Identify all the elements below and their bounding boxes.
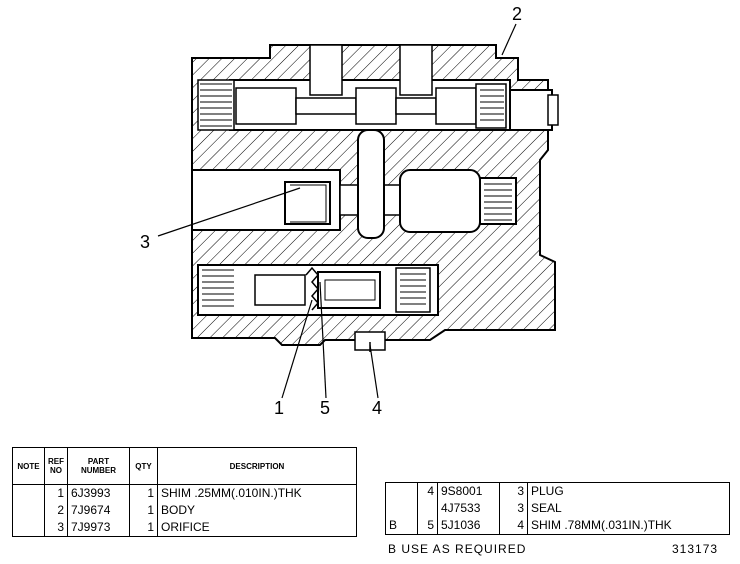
description-cell: ORIFICE: [161, 520, 210, 534]
ref-cell: [421, 500, 434, 517]
ref-cell: 3: [57, 520, 64, 534]
part-number-cell: 7J9674: [71, 503, 111, 517]
note-column: B: [385, 482, 418, 535]
table-row: 1 2 3 6J3993 7J9674 7J9973 1 1 1 SHIM .2…: [12, 484, 357, 537]
description-column: PLUG SEAL SHIM .78MM(.031IN.)THK: [527, 482, 730, 535]
header-description: DESCRIPTION: [157, 447, 357, 485]
qty-cell: 4: [517, 518, 524, 532]
leader-line-4: [369, 344, 379, 399]
note-cell: [389, 483, 414, 500]
callout-1: 1: [274, 398, 284, 418]
description-cell: SHIM .78MM(.031IN.)THK: [531, 518, 672, 532]
callout-5: 5: [320, 398, 330, 418]
part-column: 6J3993 7J9674 7J9973: [67, 484, 130, 537]
qty-cell: 1: [147, 503, 154, 517]
footnote: B USE AS REQUIRED: [388, 542, 527, 556]
header-ref-no: REF NO: [44, 447, 68, 485]
part-number-cell: 9S8001: [441, 484, 483, 498]
description-cell: PLUG: [531, 484, 564, 498]
note-cell: [389, 500, 414, 517]
part-number-cell: 6J3993: [71, 486, 111, 500]
part-column: 9S8001 4J7533 5J1036: [437, 482, 500, 535]
table-header-row: NOTE REF NO PART NUMBER QTY DESCRIPTION: [12, 447, 357, 485]
ref-cell: 2: [57, 503, 64, 517]
leader-line-1: [281, 299, 313, 399]
header-part-number: PART NUMBER: [67, 447, 130, 485]
valve-cross-section-drawing: 1 2 3 4 5: [140, 4, 559, 418]
part-number-cell: 4J7533: [441, 501, 481, 515]
leader-line-2: [501, 23, 517, 56]
callout-4: 4: [372, 398, 382, 418]
qty-column: 1 1 1: [129, 484, 158, 537]
part-number-cell: 7J9973: [71, 520, 111, 534]
qty-column: 3 3 4: [499, 482, 528, 535]
ref-cell: 4: [427, 484, 434, 498]
description-cell: SHIM .25MM(.010IN.)THK: [161, 486, 302, 500]
note-column: [12, 484, 45, 537]
header-note: NOTE: [12, 447, 45, 485]
ref-column: 1 2 3: [44, 484, 68, 537]
qty-cell: 1: [147, 520, 154, 534]
drawing-number: 313173: [672, 542, 719, 556]
callout-3: 3: [140, 232, 150, 252]
parts-table-right: B 4 5 9S8001 4J7533 5J1036 3 3 4 PLUG SE…: [385, 482, 730, 535]
leader-line-3: [157, 187, 301, 237]
description-cell: BODY: [161, 503, 196, 517]
ref-cell: 1: [57, 486, 64, 500]
description-column: SHIM .25MM(.010IN.)THK BODY ORIFICE: [157, 484, 357, 537]
ref-cell: 5: [427, 518, 434, 532]
upper-plug: [509, 89, 553, 131]
part-number-cell: 5J1036: [441, 518, 481, 532]
header-qty: QTY: [129, 447, 158, 485]
note-cell: [16, 502, 41, 519]
qty-cell: 3: [517, 484, 524, 498]
description-cell: SEAL: [531, 501, 562, 515]
leader-line-5: [319, 281, 327, 399]
callout-2: 2: [512, 4, 522, 24]
note-cell: [16, 485, 41, 502]
table-row: B 4 5 9S8001 4J7533 5J1036 3 3 4 PLUG SE…: [385, 482, 730, 535]
qty-cell: 1: [147, 486, 154, 500]
note-cell: [16, 519, 41, 536]
note-cell: B: [389, 518, 398, 532]
parts-table-left: NOTE REF NO PART NUMBER QTY DESCRIPTION …: [12, 447, 357, 537]
qty-cell: 3: [517, 501, 524, 515]
ref-column: 4 5: [417, 482, 438, 535]
